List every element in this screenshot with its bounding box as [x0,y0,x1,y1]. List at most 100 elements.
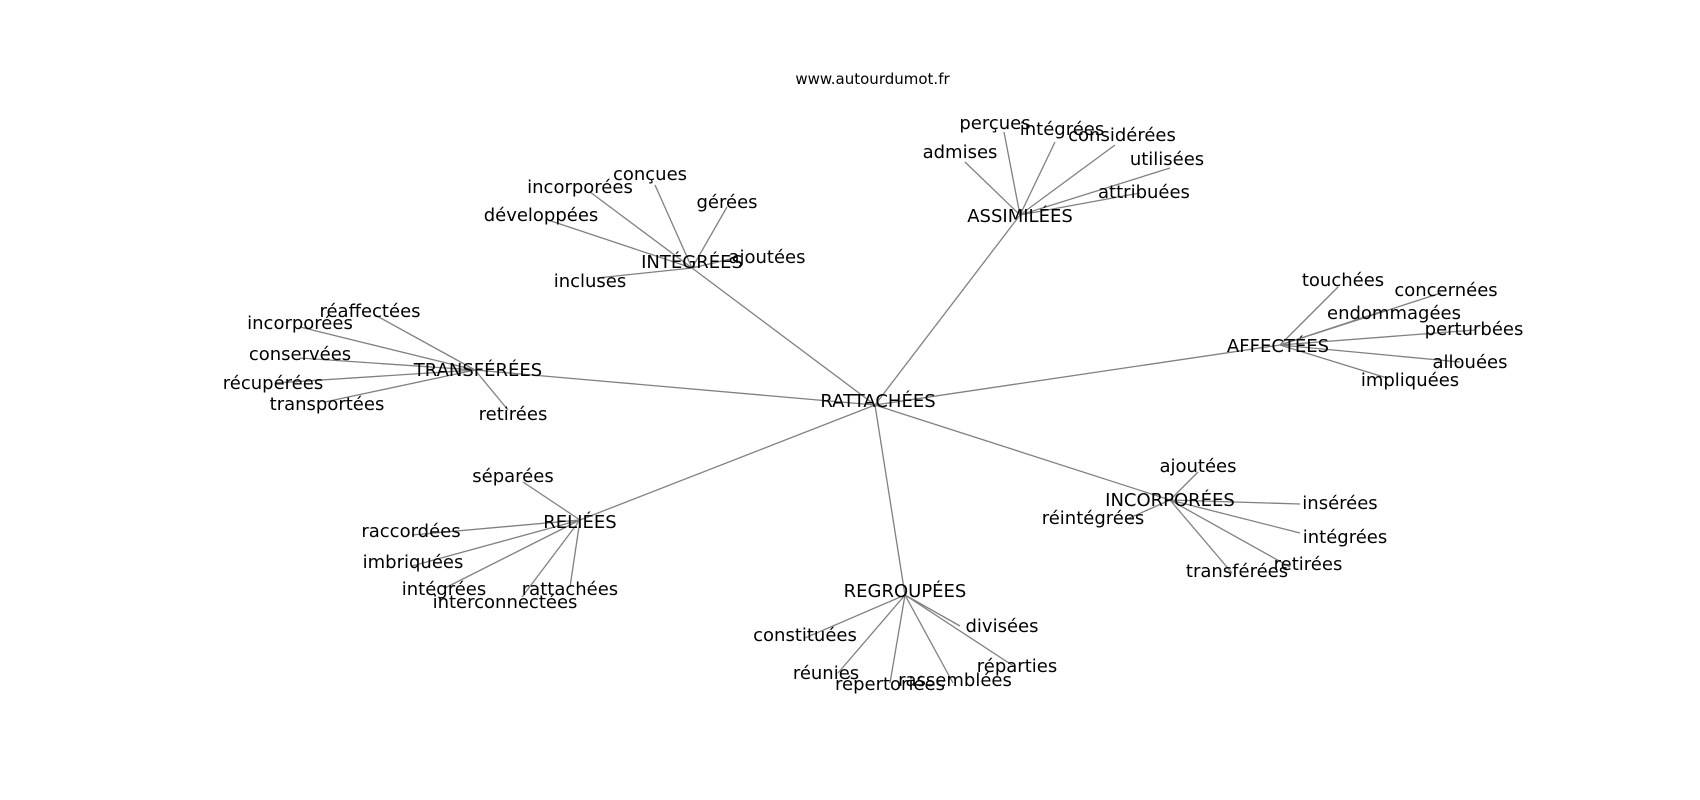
edge-hub-to-leaf [444,519,581,589]
edge-hub-to-leaf [1279,311,1381,346]
edge-center-to-hub [474,369,876,406]
edge-hub-to-leaf [1019,144,1116,216]
leaf-word[interactable]: conservées [249,344,351,365]
leaf-word[interactable]: constituées [753,625,857,646]
leaf-word[interactable]: récupérées [223,373,323,394]
edge-center-to-hub [691,267,876,406]
edge-center-to-hub [874,404,906,596]
edge-hub-to-leaf [547,219,693,269]
edge-hub-to-leaf [654,184,693,269]
edge-hub-to-leaf [1279,329,1476,346]
leaf-word[interactable]: considérées [1068,125,1176,146]
leaf-word[interactable]: gérées [696,192,757,213]
leaf-word[interactable]: ajoutées [728,247,805,268]
leaf-word[interactable]: concernées [1394,280,1497,301]
leaf-word[interactable]: réparties [977,656,1057,677]
edge-hub-to-leaf [904,594,961,627]
edge-hub-to-leaf [569,519,581,588]
edge-hub-to-leaf [691,257,736,269]
leaf-word[interactable]: insérées [1302,493,1377,514]
leaf-word[interactable]: intégrées [1020,119,1105,140]
hub-word[interactable]: ASSIMILÉES [967,205,1073,227]
edge-hub-to-leaf [374,314,476,371]
edge-hub-to-leaf [521,519,581,598]
edge-center-to-hub [579,404,876,521]
edge-hub-to-leaf [1169,499,1301,505]
site-url: www.autourdumot.fr [795,70,950,88]
leaf-word[interactable]: divisées [966,616,1039,637]
edge-center-to-hub [874,344,1281,406]
hub-word[interactable]: AFFECTÉES [1227,335,1329,357]
leaf-word[interactable]: impliquées [1361,370,1459,391]
edge-center-to-hub [874,404,1171,501]
leaf-word[interactable]: imbriquées [363,552,464,573]
leaf-word[interactable]: réintégrées [1042,508,1145,529]
labels: RATTACHÉESASSIMILÉESperçuesintégréescons… [223,113,1524,695]
edge-hub-to-leaf [1169,499,1233,574]
leaf-word[interactable]: conçues [613,164,687,185]
leaf-word[interactable]: réunies [793,663,859,684]
edge-hub-to-leaf [299,326,476,371]
hub-word[interactable]: INTÉGRÉES [641,251,743,273]
edge-center-to-hub [874,214,1021,406]
leaf-word[interactable]: intégrées [402,579,487,600]
hub-word[interactable]: RELIÉES [543,511,616,533]
leaf-word[interactable]: perçues [959,113,1030,134]
leaf-word[interactable]: incluses [554,271,627,292]
edge-hub-to-leaf [1019,192,1141,216]
edge-hub-to-leaf [589,191,693,269]
edge-hub-to-leaf [596,267,693,279]
leaf-word[interactable]: endommagées [1327,303,1461,324]
edge-hub-to-leaf [1169,499,1301,534]
leaf-word[interactable]: transportées [270,394,385,415]
leaf-word[interactable]: réaffectées [319,301,420,322]
leaf-word[interactable]: attribuées [1098,182,1190,203]
center-word[interactable]: RATTACHÉES [820,390,935,412]
hub-word[interactable]: REGROUPÉES [844,580,967,602]
edge-hub-to-leaf [474,369,509,411]
edge-hub-to-leaf [299,357,476,371]
leaf-word[interactable]: transférées [1186,561,1288,582]
leaf-word[interactable]: utilisées [1130,149,1204,170]
edge-hub-to-leaf [522,481,581,521]
leaf-word[interactable]: séparées [472,466,553,487]
edge-hub-to-leaf [964,161,1021,216]
leaf-word[interactable]: retirées [1274,554,1343,575]
leaf-word[interactable]: ajoutées [1159,456,1236,477]
edge-hub-to-leaf [1169,499,1291,568]
leaf-word[interactable]: interconnectées [433,592,578,613]
edge-hub-to-leaf [324,369,476,403]
edges [274,131,1476,684]
edge-hub-to-leaf [274,369,476,384]
leaf-word[interactable]: incorporées [247,313,353,334]
edge-hub-to-leaf [1279,286,1339,346]
edge-hub-to-leaf [1019,167,1171,216]
leaf-word[interactable]: rassemblées [898,670,1012,691]
hub-word[interactable]: INCORPORÉES [1105,489,1235,511]
leaf-word[interactable]: intégrées [1303,527,1388,548]
edge-hub-to-leaf [1279,344,1388,379]
leaf-word[interactable]: retirées [479,404,548,425]
edge-hub-to-leaf [411,519,581,536]
leaf-word[interactable]: allouées [1433,352,1508,373]
leaf-word[interactable]: développées [484,205,599,226]
edge-hub-to-leaf [1124,499,1171,521]
edge-hub-to-leaf [904,594,1016,668]
leaf-word[interactable]: rattachées [522,579,618,600]
edge-hub-to-leaf [1169,471,1199,501]
edge-hub-to-leaf [889,594,906,684]
leaf-word[interactable]: admises [923,142,998,163]
leaf-word[interactable]: raccordées [361,521,460,542]
edge-hub-to-leaf [411,519,581,567]
edge-hub-to-leaf [1019,141,1056,216]
edge-hub-to-leaf [904,594,954,684]
edge-hub-to-leaf [1279,344,1461,363]
leaf-word[interactable]: perturbées [1425,319,1524,340]
hub-word[interactable]: TRANSFÉRÉES [413,359,542,381]
edge-hub-to-leaf [691,206,728,269]
leaf-word[interactable]: touchées [1302,270,1384,291]
leaf-word[interactable]: répertoriées [835,674,945,695]
edge-hub-to-leaf [1003,131,1021,216]
leaf-word[interactable]: incorporées [527,177,633,198]
